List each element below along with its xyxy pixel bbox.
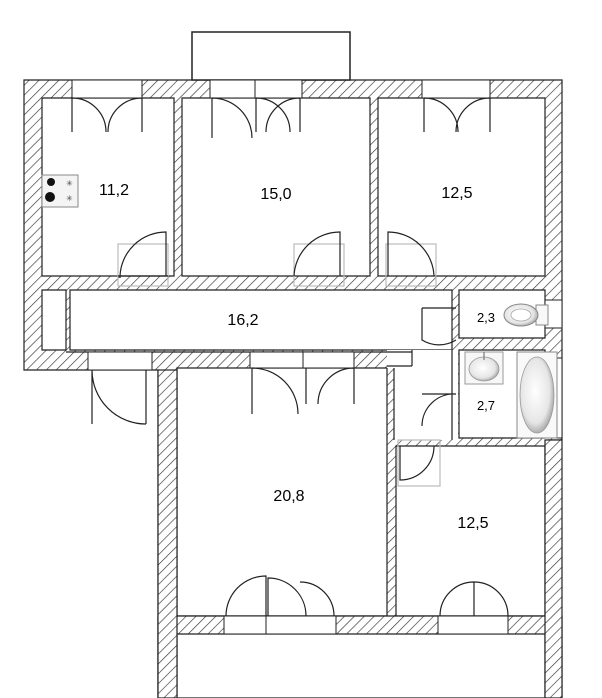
area-label-room-top-right: 12,5 xyxy=(441,185,472,202)
wall-right-lower xyxy=(544,439,563,698)
area-label-room-bottom-right: 12,5 xyxy=(457,515,488,532)
area-label-toilet: 2,3 xyxy=(477,310,495,325)
area-label-room-top-middle: 15,0 xyxy=(260,186,291,203)
svg-text:✳: ✳ xyxy=(66,194,73,203)
bathtub-icon xyxy=(516,351,558,439)
stove-icon: ✳ ✳ xyxy=(41,174,79,208)
svg-text:✳: ✳ xyxy=(66,179,73,188)
window-sashes xyxy=(71,97,509,617)
sink-icon xyxy=(464,351,504,385)
balcony xyxy=(191,31,351,81)
area-label-corridor: 16,2 xyxy=(227,312,258,329)
area-label-kitchen: 11,2 xyxy=(99,182,129,199)
walls xyxy=(23,79,563,698)
corridor-notch xyxy=(387,350,412,368)
toilet-icon xyxy=(503,303,549,327)
area-label-room-bottom-left: 20,8 xyxy=(273,488,304,505)
area-label-bathroom: 2,7 xyxy=(477,398,495,413)
wall-left-lower xyxy=(157,369,178,698)
doors xyxy=(117,231,457,487)
